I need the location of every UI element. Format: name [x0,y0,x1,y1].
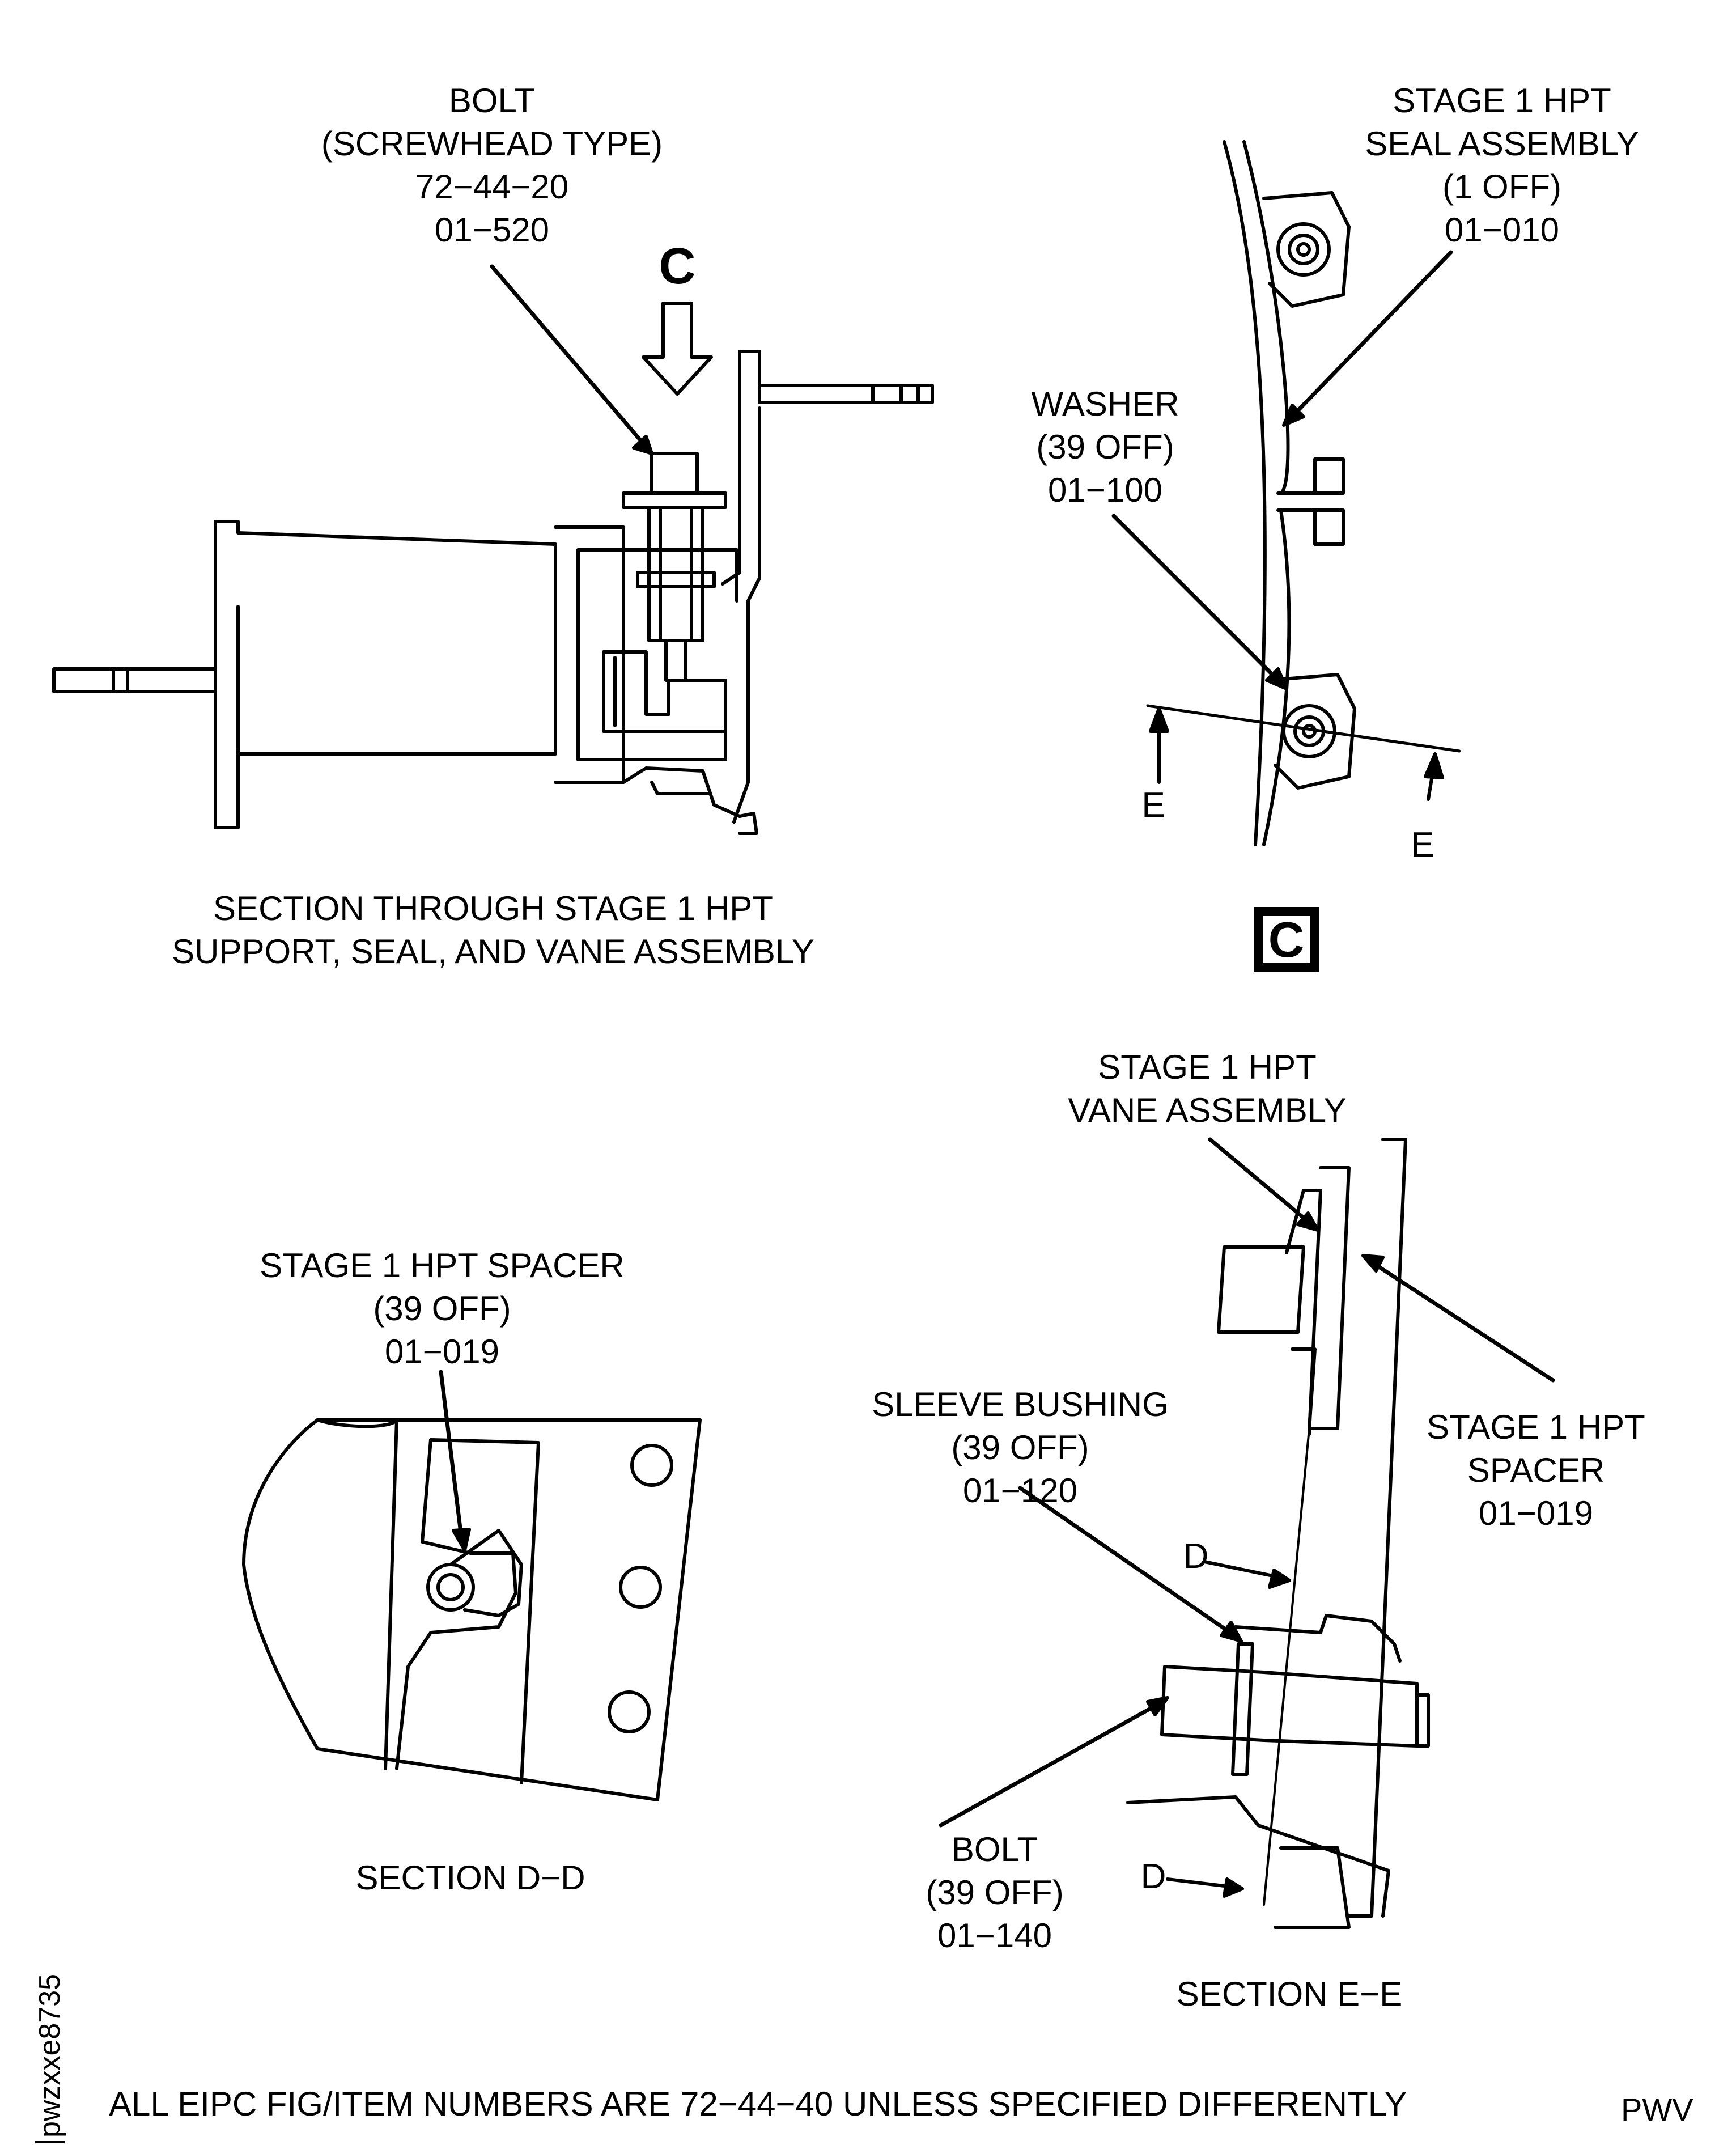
detail-c-drawing [1111,140,1461,846]
callout-line: STAGE 1 HPT [1427,1408,1645,1446]
section-title-ee: SECTION E−E [1177,1973,1402,2016]
callout-washer: WASHER (39 OFF) 01−100 [1031,383,1179,512]
callout-line: BOLT [951,1830,1038,1868]
section-e-marker-right: E [1411,825,1434,864]
corner-code: PWV [1621,2092,1693,2127]
callout-line: SEAL ASSEMBLY [1365,125,1639,163]
section-dd-drawing [242,1370,702,1801]
callout-bolt-screwhead: BOLT (SCREWHEAD TYPE) 72−44−20 01−520 [321,79,663,252]
callout-spacer-dd: STAGE 1 HPT SPACER (39 OFF) 01−019 [260,1244,625,1374]
callout-vane-assembly: STAGE 1 HPT VANE ASSEMBLY [1068,1046,1346,1132]
callout-line: (39 OFF) [1036,428,1174,466]
section-title-main: SECTION THROUGH STAGE 1 HPT SUPPORT, SEA… [172,887,814,973]
main-section-drawing [52,264,934,835]
callout-line: VANE ASSEMBLY [1068,1091,1347,1129]
callout-line: (1 OFF) [1442,168,1561,206]
detail-c-box: C [1254,907,1319,972]
section-title-dd: SECTION D−D [355,1856,585,1900]
callout-line: (SCREWHEAD TYPE) [321,125,663,163]
callout-bolt-ee: BOLT (39 OFF) 01−140 [926,1828,1063,1957]
section-d-marker-bottom: D [1140,1857,1166,1896]
callout-line: (39 OFF) [951,1428,1089,1466]
section-title-line: SECTION THROUGH STAGE 1 HPT [213,889,773,927]
callout-line: 01−019 [385,1333,499,1371]
callout-line: (39 OFF) [373,1290,511,1328]
callout-line: SPACER [1467,1451,1605,1489]
callout-line: 01−140 [937,1917,1052,1955]
callout-line: STAGE 1 HPT SPACER [260,1247,625,1285]
callout-line: 01−019 [1479,1494,1593,1532]
section-title-text: SECTION D−D [355,1859,585,1897]
figure-id: pwzxxe8735 [33,1973,66,2143]
callout-line: STAGE 1 HPT [1393,82,1611,120]
callout-line: 01−100 [1048,471,1162,509]
section-title-text: SECTION E−E [1176,1975,1403,2013]
callout-line: 01−120 [963,1472,1077,1510]
callout-sleeve-bushing: SLEEVE BUSHING (39 OFF) 01−120 [872,1383,1169,1512]
callout-line: (39 OFF) [926,1873,1064,1911]
callout-line: SLEEVE BUSHING [872,1385,1169,1423]
callout-seal-assembly: STAGE 1 HPT SEAL ASSEMBLY (1 OFF) 01−010 [1365,79,1639,252]
callout-line: BOLT [448,82,536,120]
callout-line: 01−520 [435,211,549,249]
view-arrow-letter: C [659,238,696,295]
section-title-line: SUPPORT, SEAL, AND VANE ASSEMBLY [172,932,814,970]
section-d-marker-top: D [1183,1537,1209,1576]
footer-note: ALL EIPC FIG/ITEM NUMBERS ARE 72−44−40 U… [109,2085,1407,2123]
callout-line: 72−44−20 [415,168,569,206]
callout-line: STAGE 1 HPT [1098,1048,1317,1086]
section-ee-drawing [939,1137,1555,1929]
section-e-marker-left: E [1141,786,1165,825]
callout-line: 01−010 [1445,211,1559,249]
callout-line: WASHER [1031,385,1179,423]
callout-spacer-ee: STAGE 1 HPT SPACER 01−019 [1427,1406,1645,1535]
